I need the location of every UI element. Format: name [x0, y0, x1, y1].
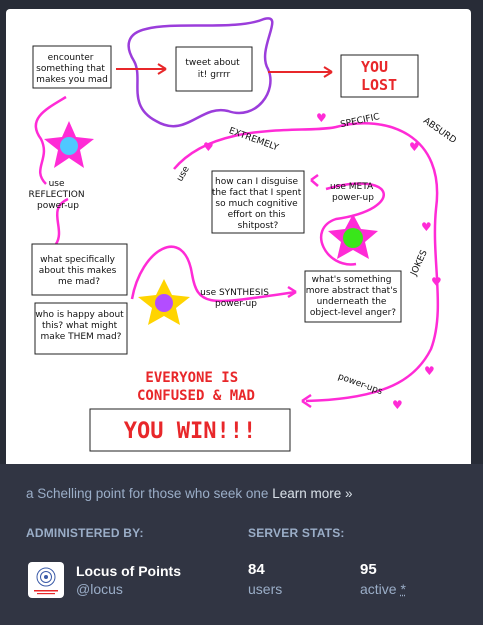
- active-footnote-marker[interactable]: *: [400, 581, 406, 597]
- star-glow: [343, 228, 363, 248]
- star-glow: [155, 294, 173, 312]
- arrowhead: [301, 393, 312, 409]
- box-who-happy-frame: [34, 302, 128, 355]
- box-disguise-text: how can I disguise the fact that I spent…: [212, 177, 304, 231]
- active-label-group: active *: [360, 581, 406, 597]
- learn-more-link[interactable]: Learn more »: [272, 486, 353, 501]
- label-jokes: JOKES: [409, 248, 430, 278]
- heart-icon: ♥: [421, 220, 432, 234]
- active-label: active: [360, 581, 397, 597]
- box-encounter-frame: [32, 45, 112, 89]
- box-lost-frame: [340, 54, 419, 98]
- box-you-win-frame: [89, 408, 291, 452]
- flowchart-illustration: encounter something that makes you mad t…: [29, 17, 458, 452]
- tagline-text: a Schelling point for those who seek one: [26, 486, 269, 501]
- heart-icon: ♥: [392, 398, 403, 412]
- box-abstract-frame: [304, 270, 402, 323]
- heart-icon: ♥: [431, 275, 442, 289]
- box-tweet-text: tweet about it! grrrr: [185, 58, 242, 80]
- heart-icon: ♥: [316, 111, 327, 125]
- label-absurd: ABSURD: [421, 116, 458, 146]
- server-tagline: a Schelling point for those who seek one…: [26, 486, 352, 501]
- star-glow: [60, 137, 78, 155]
- path-synthesis: [130, 245, 297, 303]
- scribble-loop: [127, 17, 274, 128]
- label-use-meta: use META power-up: [330, 182, 376, 203]
- box-what-specifically-text: what specifically about this makes me ma…: [39, 255, 119, 287]
- users-label: users: [248, 581, 283, 597]
- arrowhead: [157, 63, 167, 75]
- path-reflection: [34, 95, 67, 185]
- arrowhead: [323, 66, 333, 78]
- admin-avatar[interactable]: [28, 562, 64, 598]
- heart-icon: ♥: [424, 364, 435, 378]
- path-absurd-loop: [173, 122, 440, 403]
- heart-icon: ♥: [203, 140, 214, 154]
- label-use-synthesis: use SYNTHESIS power-up: [200, 288, 272, 309]
- active-count: 95: [360, 561, 377, 578]
- admin-name[interactable]: Locus of Points: [76, 563, 181, 579]
- hero-image: encounter something that makes you mad t…: [6, 9, 471, 464]
- box-encounter-text: encounter something that makes you mad: [36, 53, 108, 85]
- label-use-reflection: use REFLECTION power-up: [29, 179, 88, 211]
- admin-heading: ADMINISTERED BY:: [26, 526, 144, 540]
- path-meta: [319, 182, 385, 266]
- box-who-happy-text: who is happy about this? what might make…: [35, 310, 126, 342]
- everyone-confused-text: EVERYONE IS CONFUSED & MAD: [137, 370, 255, 404]
- stats-heading: SERVER STATS:: [248, 526, 345, 540]
- box-tweet-frame: [175, 46, 253, 92]
- label-powerups: power-ups: [336, 372, 383, 397]
- heart-icon: ♥: [409, 140, 420, 154]
- path-reflection-2: [54, 197, 69, 245]
- label-specific: SPECIFIC: [340, 112, 381, 130]
- users-count: 84: [248, 561, 265, 578]
- box-what-specifically-frame: [31, 243, 128, 296]
- target-logo-icon: [34, 567, 58, 595]
- label-use: use: [175, 164, 192, 183]
- box-disguise-frame: [211, 170, 305, 234]
- box-lost-text: YOU LOST: [361, 58, 397, 94]
- admin-handle[interactable]: @locus: [76, 581, 123, 597]
- box-abstract-text: what's something more abstract that's un…: [306, 275, 401, 318]
- arrowhead: [310, 173, 319, 187]
- about-panel: [0, 464, 483, 625]
- arrowhead: [287, 285, 297, 299]
- you-win-text: YOU WIN!!!: [124, 419, 256, 444]
